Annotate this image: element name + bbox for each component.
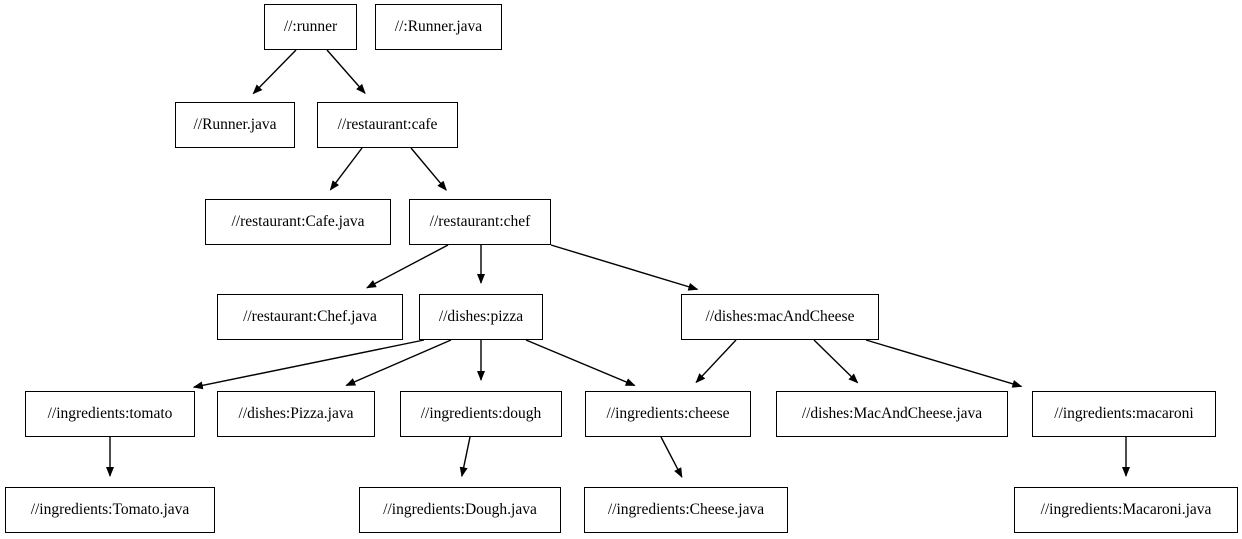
graph-edge-macandcheese-to-macandcheese_java [813, 339, 859, 384]
graph-edge-pizza-to-cheese [525, 339, 636, 387]
graph-node-dough_java[interactable]: //ingredients:Dough.java [359, 487, 561, 533]
graph-node-cafe_java[interactable]: //restaurant:Cafe.java [205, 199, 391, 245]
graph-edge-pizza-to-pizza_java [345, 339, 452, 387]
graph-node-label: //Runner.java [193, 116, 277, 134]
graph-node-runner_java_root[interactable]: //:Runner.java [375, 4, 502, 50]
graph-node-cafe[interactable]: //restaurant:cafe [317, 102, 458, 148]
graph-node-pizza_java[interactable]: //dishes:Pizza.java [217, 391, 375, 437]
graph-node-cheese_java[interactable]: //ingredients:Cheese.java [584, 487, 788, 533]
graph-node-macaroni[interactable]: //ingredients:macaroni [1032, 391, 1216, 437]
graph-node-dough[interactable]: //ingredients:dough [400, 391, 562, 437]
graph-edge-macandcheese-to-cheese [695, 339, 737, 384]
graph-node-macandcheese_java[interactable]: //dishes:MacAndCheese.java [776, 391, 1008, 437]
graph-edge-runner-to-cafe [326, 49, 366, 94]
graph-node-tomato_java[interactable]: //ingredients:Tomato.java [5, 487, 215, 533]
graph-node-label: //:runner [283, 18, 338, 36]
graph-node-label: //ingredients:Cheese.java [607, 501, 765, 519]
graph-edge-macandcheese-to-macaroni [865, 339, 1023, 388]
graph-node-chef[interactable]: //restaurant:chef [409, 199, 551, 245]
graph-node-cheese[interactable]: //ingredients:cheese [585, 391, 751, 437]
graph-node-chef_java[interactable]: //restaurant:Chef.java [217, 294, 403, 340]
graph-node-label: //ingredients:tomato [47, 405, 173, 423]
graph-edge-cafe-to-chef [410, 147, 447, 191]
graph-node-label: //ingredients:Dough.java [383, 501, 537, 519]
graph-node-label: //ingredients:dough [420, 405, 542, 423]
graph-node-label: //dishes:macAndCheese [705, 308, 855, 326]
graph-node-macaroni_java[interactable]: //ingredients:Macaroni.java [1014, 487, 1238, 533]
graph-node-label: //ingredients:Macaroni.java [1040, 501, 1212, 519]
graph-node-macandcheese[interactable]: //dishes:macAndCheese [681, 294, 879, 340]
graph-node-runner_java[interactable]: //Runner.java [175, 102, 295, 148]
graph-node-label: //restaurant:cafe [337, 116, 438, 134]
graph-node-label: //dishes:pizza [438, 308, 524, 326]
graph-node-label: //restaurant:Cafe.java [231, 213, 365, 231]
graph-node-pizza[interactable]: //dishes:pizza [419, 294, 543, 340]
graph-edge-cafe-to-cafe_java [329, 147, 363, 191]
graph-edge-chef-to-chef_java [366, 244, 449, 289]
graph-edge-runner-to-runner_java [252, 49, 297, 95]
graph-node-label: //ingredients:Tomato.java [30, 501, 190, 519]
graph-node-label: //restaurant:Chef.java [243, 308, 377, 326]
graph-node-tomato[interactable]: //ingredients:tomato [25, 391, 195, 437]
graph-node-label: //dishes:MacAndCheese.java [801, 405, 983, 423]
graph-edge-chef-to-macandcheese [550, 244, 699, 291]
graph-edge-dough-to-dough_java [459, 436, 471, 478]
graph-node-label: //:Runner.java [394, 18, 483, 36]
graph-node-label: //dishes:Pizza.java [238, 405, 354, 423]
graph-edge-pizza-to-tomato [192, 339, 425, 390]
graph-node-label: //restaurant:chef [429, 213, 531, 231]
graph-edge-cheese-to-cheese_java [660, 436, 683, 478]
graph-node-label: //ingredients:cheese [606, 405, 730, 423]
graph-node-runner[interactable]: //:runner [264, 4, 357, 50]
graph-node-label: //ingredients:macaroni [1054, 405, 1194, 423]
